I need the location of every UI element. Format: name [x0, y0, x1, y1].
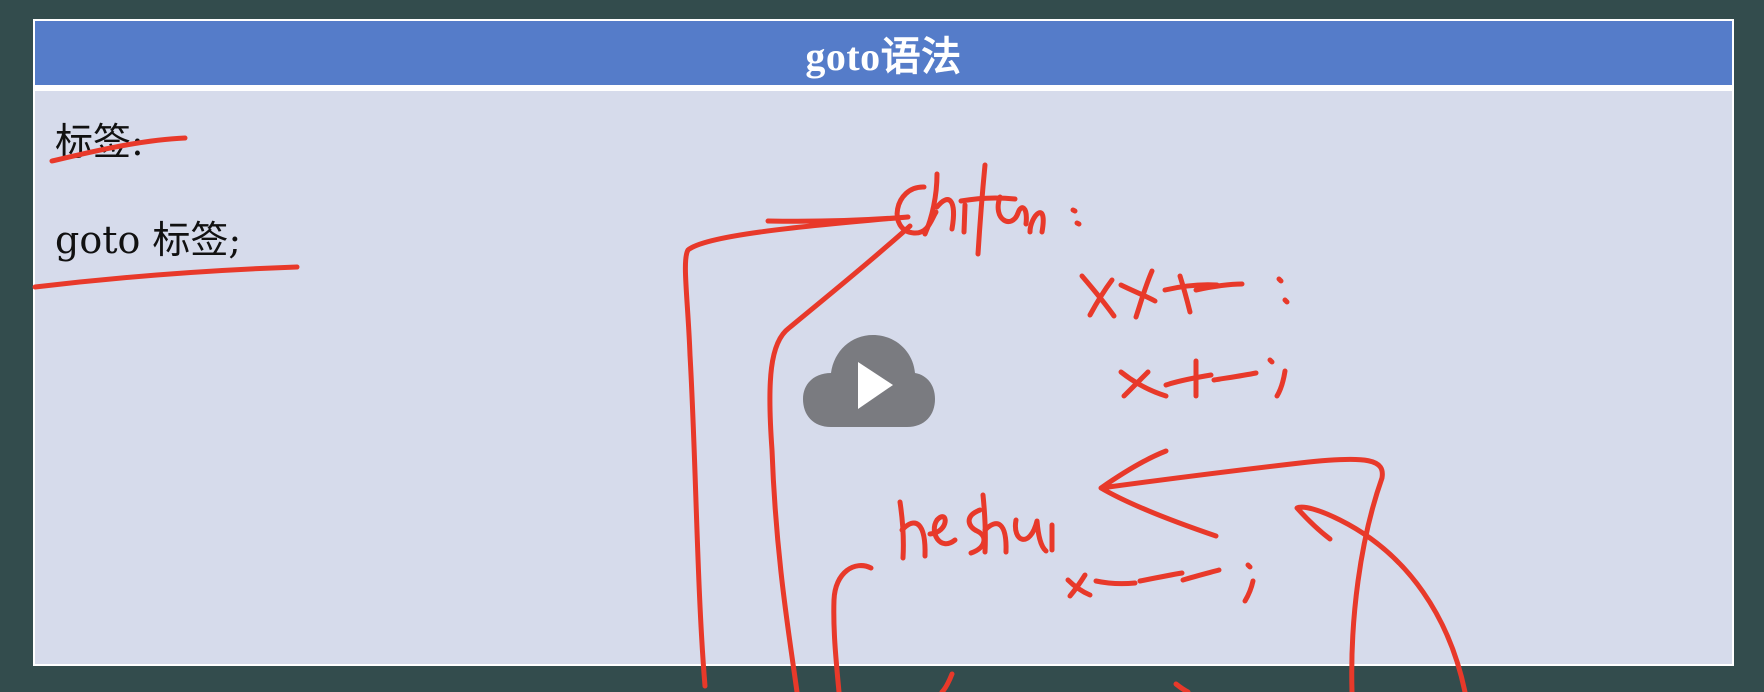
play-cloud-icon: [803, 335, 935, 427]
slide-title: goto语法: [805, 34, 962, 79]
goto-syntax-line: goto 标签;: [55, 218, 242, 262]
arrow-bottom-mid: [1173, 681, 1191, 692]
header-divider: [35, 85, 1732, 91]
play-button[interactable]: [803, 333, 935, 429]
label-syntax-line: 标签:: [55, 120, 144, 164]
slide-header: goto语法: [35, 21, 1732, 85]
arrow-bottom-left: [939, 671, 955, 692]
